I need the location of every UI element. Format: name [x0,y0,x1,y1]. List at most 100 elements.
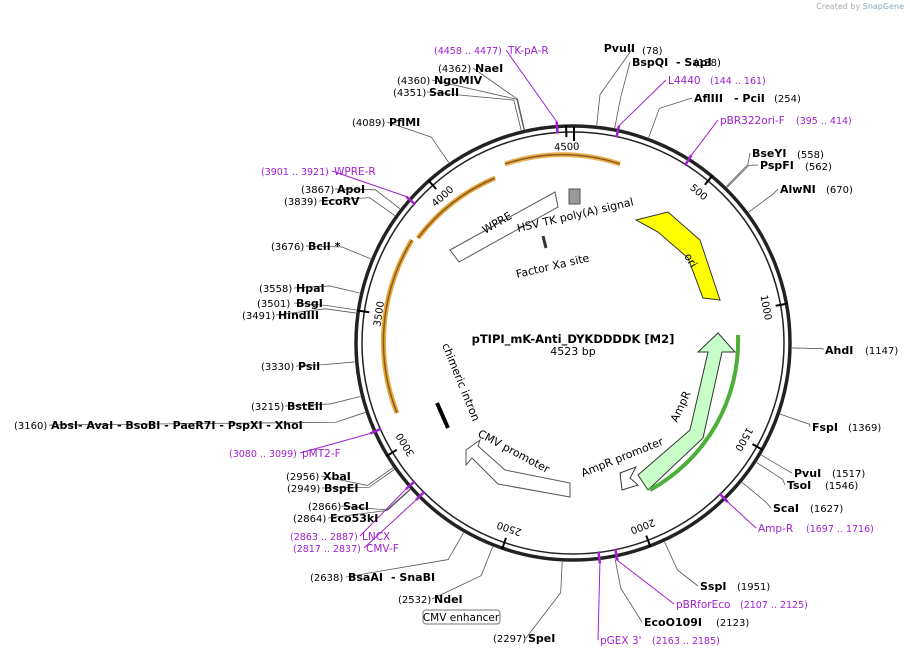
site-leader-line [648,97,693,138]
site-leader-line [725,152,751,187]
site-name: PflMI [389,116,420,129]
site-coordinate: (3215) [251,402,284,413]
site-name: SpeI [528,632,555,645]
site-name: BclI * [308,240,341,253]
backbone-outer [354,124,792,562]
site-leader-line [305,245,371,260]
site-name: BseYI [752,147,786,160]
site-coordinate: (3676) [271,242,304,253]
site-name: PvuII [604,42,635,55]
site-name: TsoI [787,479,811,492]
primer-name: CMV-F [366,543,399,555]
site-coordinate: (3330) [261,362,294,373]
site-leader-line [426,91,522,131]
site-name: BspEI [324,482,358,495]
primer-leader-line [597,563,601,641]
tick-500 [704,174,714,186]
wpre-box [449,191,559,263]
site-coordinate: (1147) [865,346,898,357]
site-coordinate: (4362) [438,64,471,75]
primer-mark [597,551,602,564]
tick-label-2000: 2000 [629,516,657,535]
primer-mark [718,492,729,503]
site-coordinate: (2532) [398,595,431,606]
site-leader-line [321,469,395,489]
primer-name: TK-pA-R [507,45,549,57]
tick-label-500: 500 [687,182,709,203]
ori-arrow [634,211,721,301]
tick-1000 [775,302,788,307]
tick-2500 [501,537,507,550]
feature-cmv-enh-arc [381,238,415,414]
primer-mark [405,480,416,491]
ampr-arrow [637,332,737,491]
site-labels: PvuII(78)BspQI- SapI(138)AflIII- PciI(25… [14,42,898,647]
tick-3500 [357,309,370,314]
primer-mark [415,490,426,501]
site-leader-line [334,188,401,210]
site-name: NaeI [475,62,503,75]
site-name: BsaAI [348,571,383,584]
site-name: XbaI [323,470,351,483]
site-coordinate: (1951) [737,582,770,593]
site-name: ScaI [773,502,799,515]
tick-label-1000: 1000 [758,294,773,321]
site-coordinate: (1517) [832,469,865,480]
site-leader-line [791,347,824,351]
primer-coordinate: (1697 .. 1716) [806,524,874,535]
cmv-promoter-arrow [465,438,571,498]
tick-3000 [386,448,398,457]
primer-coordinate: (4458 .. 4477) [434,46,502,57]
site-leader-line [596,47,634,126]
site-name: EcoRV [321,195,360,208]
site-isoschizomers: - AvaI - BsoBI - PaeR7I - PspXI - XhoI [78,419,303,432]
primer-leader-line [691,119,719,156]
primer-leader-line [331,170,407,197]
site-leader-line [284,395,361,407]
site-leader-line [614,557,643,623]
site-leader-line [664,541,699,587]
primer-coordinate: (2163 .. 2185) [652,636,720,647]
ampr-promoter-arrow [619,466,640,491]
site-name: ApoI [337,183,365,196]
primer-mark [555,121,559,134]
tick-label-1500: 1500 [732,425,754,453]
primer-name: pBRforEco [676,599,730,611]
tk-pa-box [568,188,581,205]
site-coordinate: (3491) [242,311,275,322]
site-coordinate: (3501) [257,299,290,310]
primer-leader-line [617,560,675,605]
site-leader-line [431,79,525,130]
site-coordinate: (2123) [716,618,749,629]
feature-label-ori: ori [681,251,699,270]
primer-coordinate: (395 .. 414) [796,116,852,127]
site-isoschizomers: - PciI [734,92,765,105]
primer-mark [613,548,619,561]
site-leader-line [741,481,772,509]
primer-leader-line [727,501,757,529]
site-name: AhdI [825,344,853,357]
primer-mark [405,195,417,206]
site-name: PsiI [298,360,320,373]
site-leader-line [275,308,357,316]
site-coordinate: (3160) [14,421,47,432]
tick-label-4500: 4500 [554,142,580,154]
site-isoschizomers: - SapI [676,56,712,69]
plasmid-name: pTIPI_mK-Anti_DYKDDDDK [M2] [472,332,675,347]
site-name: AflIII [694,92,723,105]
site-name: PvuI [794,467,821,480]
site-coordinate: (3839) [284,197,317,208]
factor-xa-mark [541,235,548,249]
site-name: NdeI [434,593,463,606]
primer-name: WPRE-R [334,166,376,178]
primer-coordinate: (3901 .. 3921) [261,167,329,178]
site-leader-line [318,197,396,216]
site-coordinate: (3867) [301,185,334,196]
site-coordinate: (2956) [286,472,319,483]
site-leader-line [293,302,357,311]
site-coordinate: (562) [805,162,832,173]
site-name: PspFI [760,159,794,172]
primer-mark [615,125,621,138]
primer-name: L4440 [668,75,701,87]
site-coordinate: (1369) [848,423,881,434]
